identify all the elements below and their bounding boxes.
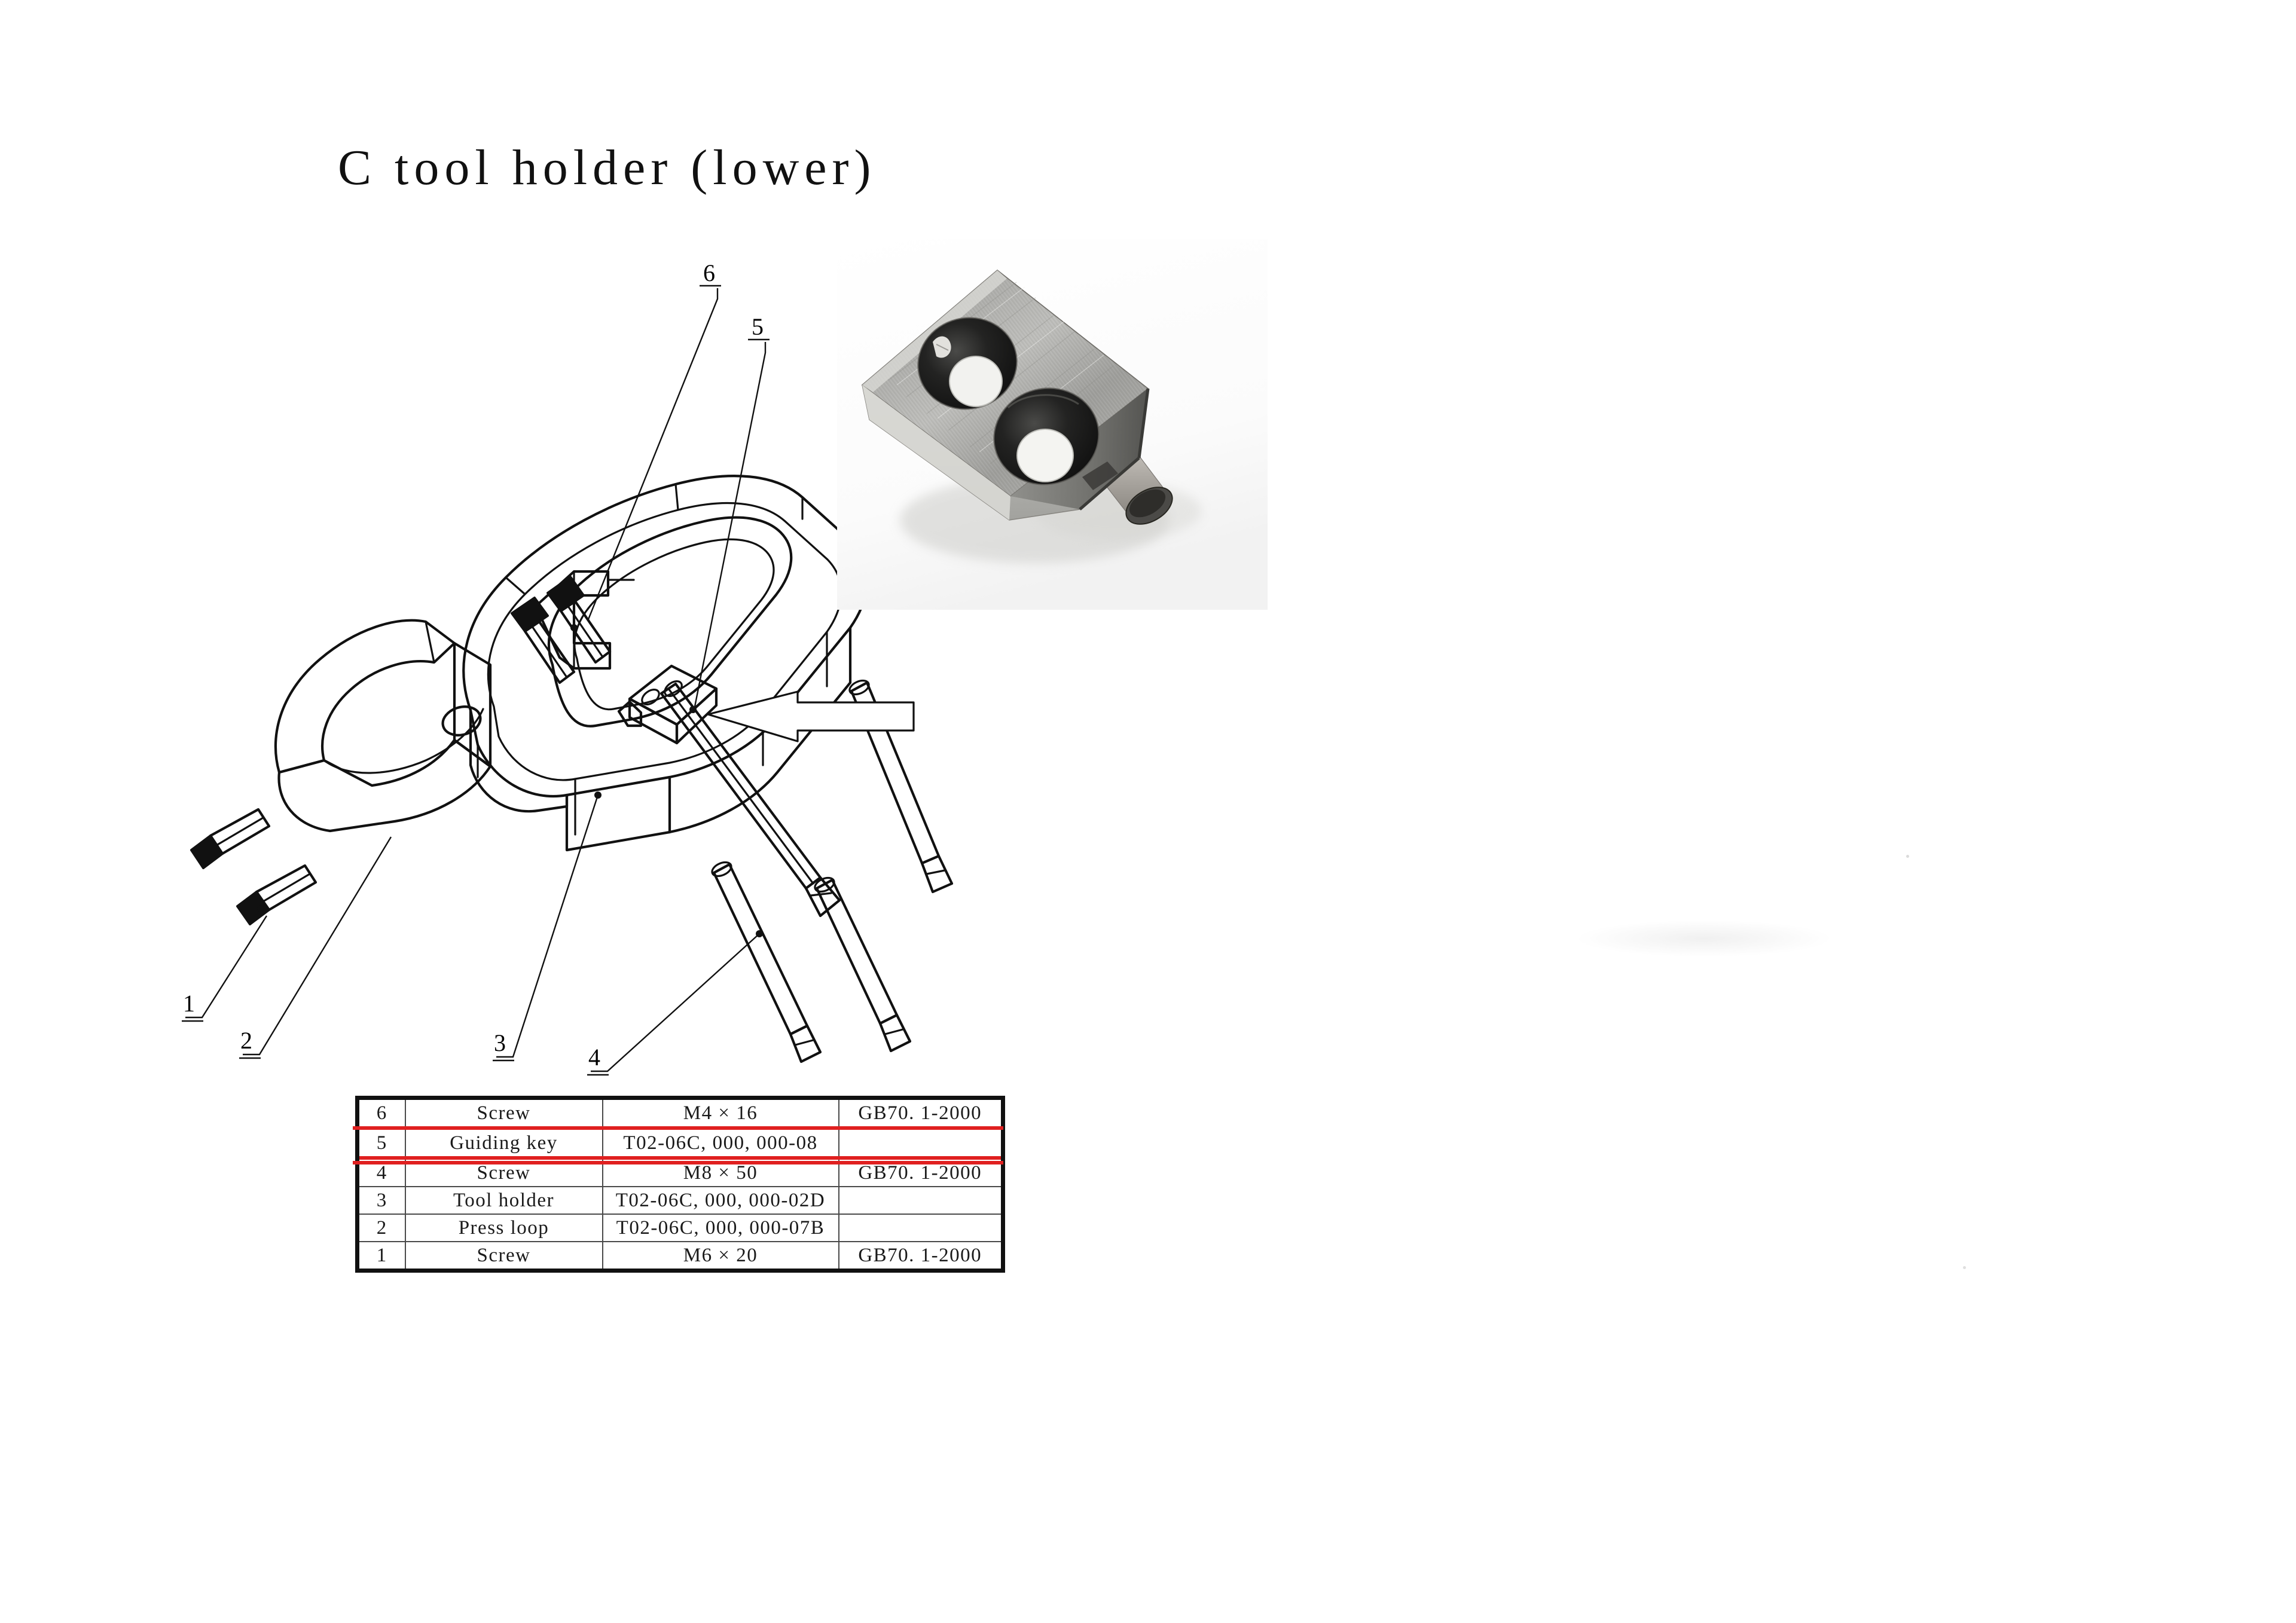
part-screw-m4-16-a [511,597,576,684]
cell-item: 2 [356,1214,406,1242]
cell-name: Screw [404,1097,603,1129]
callout-1: 1 [182,915,268,1022]
callout-5: 5 [694,313,767,707]
callout-2-label: 2 [240,1027,252,1054]
parts-table: 6 Screw M4 × 16 GB70. 1-2000 5 Guiding k… [355,1096,1005,1273]
part-screw-m6-20-a [190,808,271,869]
cell-name: Tool holder [404,1186,603,1215]
part-screw-m8-50-d [814,876,912,1053]
part-screw-m8-50-c [711,861,822,1063]
cell-spec: M4 × 16 [602,1097,839,1129]
scan-artifact-smudge [1578,921,1830,956]
callout-3-label: 3 [494,1029,506,1056]
cell-name: Screw [404,1241,603,1271]
part-guiding-key [617,664,718,745]
callout-6: 6 [587,259,719,620]
photo-notch [1082,461,1118,490]
table-row: 4 Screw M8 × 50 GB70. 1-2000 [356,1157,1004,1187]
table-row-highlighted: 5 Guiding key T02-06C, 000, 000-08 [356,1126,1004,1160]
guiding-key-photo [837,239,1268,610]
cell-spec: T02-06C, 000, 000-07B [602,1214,839,1242]
photo-counterbore-upper [917,317,1018,410]
exploded-assembly-drawing: .ln { fill:none; stroke:#111; stroke-wid… [155,239,993,1076]
cell-name: Press loop [404,1214,603,1242]
cell-standard: GB70. 1-2000 [838,1241,1004,1271]
callout-4-label: 4 [588,1044,600,1071]
cell-item: 6 [356,1097,406,1129]
cell-item: 3 [356,1186,406,1215]
cell-item: 1 [356,1241,406,1271]
callout-6-label: 6 [703,259,715,286]
scan-artifact-speck [1963,1266,1966,1269]
part-screw-m4-16-b [546,576,612,664]
parts-table-container: 6 Screw M4 × 16 GB70. 1-2000 5 Guiding k… [353,1096,1005,1273]
guiding-key-photo-arrow [707,690,915,742]
cell-item: 4 [356,1157,406,1187]
scan-artifact-speck [1906,855,1909,858]
callout-4: 4 [587,933,760,1076]
cell-name: Screw [404,1157,603,1187]
cell-item: 5 [356,1126,406,1160]
callout-1-label: 1 [183,990,195,1017]
table-row: 1 Screw M6 × 20 GB70. 1-2000 [356,1241,1004,1271]
part-screw-m6-20-b [236,864,317,925]
cell-standard: GB70. 1-2000 [838,1097,1004,1129]
table-row: 3 Tool holder T02-06C, 000, 000-02D [356,1186,1004,1215]
table-row: 2 Press loop T02-06C, 000, 000-07B [356,1214,1004,1242]
cell-standard [838,1186,1004,1215]
part-tool-holder [462,475,869,852]
photo-counterbore-lower [993,387,1100,485]
callout-3: 3 [493,791,602,1062]
cell-name: Guiding key [404,1126,603,1160]
cell-spec: M6 × 20 [602,1241,839,1271]
callout-5-label: 5 [752,313,764,340]
cell-spec: M8 × 50 [602,1157,839,1187]
table-row: 6 Screw M4 × 16 GB70. 1-2000 [356,1097,1004,1129]
callout-2: 2 [239,836,392,1059]
page-title: C tool holder (lower) [338,140,877,195]
part-screw-m8-50-b [848,679,954,894]
part-press-loop [274,619,492,833]
cell-standard [838,1214,1004,1242]
cell-spec: T02-06C, 000, 000-02D [602,1186,839,1215]
cell-standard: GB70. 1-2000 [838,1157,1004,1187]
cell-standard [838,1126,1004,1160]
cell-spec: T02-06C, 000, 000-08 [602,1126,839,1160]
